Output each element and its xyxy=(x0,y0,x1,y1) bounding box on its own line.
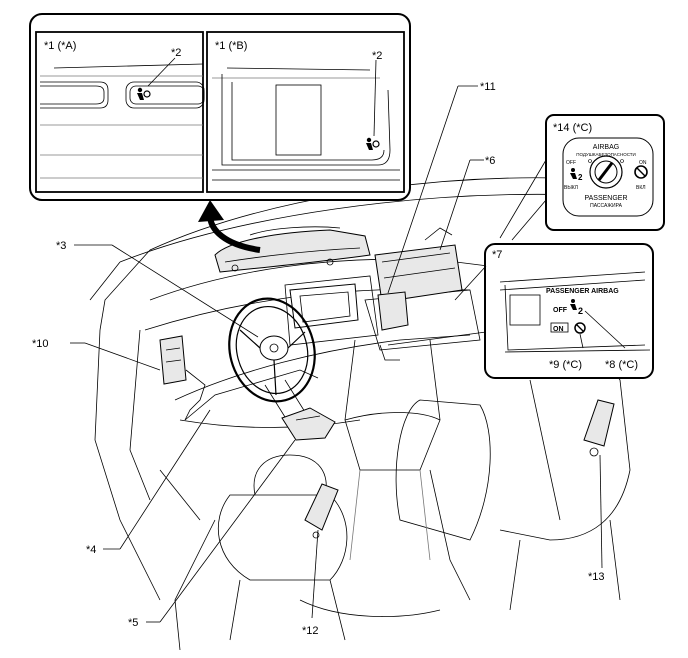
detail-box-steering-pad xyxy=(29,13,411,201)
svg-text:2: 2 xyxy=(578,173,583,182)
svg-text:2: 2 xyxy=(578,306,583,316)
label-7: *7 xyxy=(492,249,502,261)
label-9: *9 (*C) xyxy=(549,359,582,371)
removal-arrowhead xyxy=(198,200,224,222)
switch-title: AIRBAG xyxy=(593,144,619,151)
detail-box-airbag-switch: 2 xyxy=(545,114,665,231)
switch-on-ru: ВКЛ xyxy=(636,185,646,191)
switch-on: ON xyxy=(639,160,647,166)
label-10: *10 xyxy=(32,338,49,350)
instrument-panel-upper-removed xyxy=(214,226,371,273)
label-4: *4 xyxy=(86,544,96,556)
label-8: *8 (*C) xyxy=(605,359,638,371)
indicator-on: ON xyxy=(553,326,564,333)
leader-lines xyxy=(70,85,603,623)
indicator-off: OFF xyxy=(553,307,568,314)
knee-airbag xyxy=(184,369,319,421)
front-passenger-airbag-assembly xyxy=(374,227,463,331)
label-1a: *1 (*A) xyxy=(44,40,76,52)
label-6: *6 xyxy=(485,155,495,167)
label-1b: *1 (*B) xyxy=(215,40,247,52)
passenger-airbag-off-icon: 2 xyxy=(570,299,583,316)
switch-passenger-ru: ПАССАЖИРА xyxy=(590,203,622,209)
seat-sensor-driver xyxy=(304,483,339,539)
detail-box-passenger-airbag-indicator: 2 xyxy=(484,243,654,379)
label-11: *11 xyxy=(480,81,496,93)
label-2a: *2 xyxy=(171,47,181,59)
airbag-warning-icon xyxy=(137,87,151,100)
switch-off-ru: ВЫКЛ xyxy=(564,185,578,191)
label-13: *13 xyxy=(588,571,605,583)
passenger-airbag-on-crossed-icon xyxy=(634,165,648,179)
passenger-airbag-on-crossed-icon xyxy=(574,322,586,334)
label-2b: *2 xyxy=(372,50,382,62)
label-5: *5 xyxy=(128,617,138,629)
switch-passenger: PASSENGER xyxy=(584,195,627,202)
airbag-ecu xyxy=(281,407,336,441)
airbag-sensor-left xyxy=(159,335,206,421)
switch-off: OFF xyxy=(566,160,576,166)
passenger-airbag-off-icon: 2 xyxy=(570,168,583,182)
switch-title-ru: ПОДУШКАБЕЗОПАСНОСТИ xyxy=(576,152,636,157)
label-3: *3 xyxy=(56,240,66,252)
label-12: *12 xyxy=(302,625,319,637)
seat-sensor-passenger xyxy=(583,399,615,457)
label-14: *14 (*C) xyxy=(553,122,592,134)
airbag-warning-icon xyxy=(366,137,380,150)
indicator-title: PASSENGER AIRBAG xyxy=(546,288,619,295)
